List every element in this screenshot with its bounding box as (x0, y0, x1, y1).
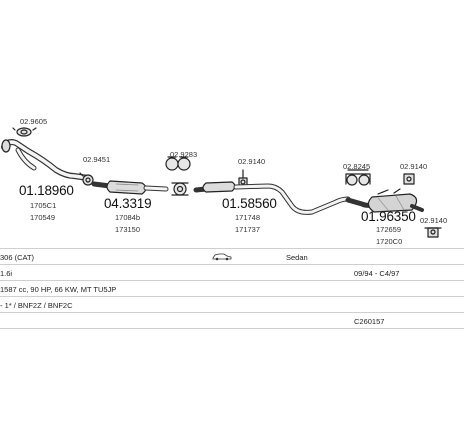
part-number-clamp: 02.8245 (343, 162, 371, 171)
part-number-clamp: 02.9451 (83, 155, 111, 164)
engine-specs: 1587 cc, 90 HP, 66 KW, MT TU5JP (0, 285, 117, 294)
gasket-icon (12, 127, 37, 137)
info-row: - 1* / BNF2Z / BNF2C (0, 296, 464, 313)
part-number-middle-silencer: 01.58560 (222, 196, 277, 211)
middle-silencer-shape (193, 181, 351, 215)
rear-silencer-shape (345, 188, 424, 213)
production-period: 09/94 - C4/97 (354, 269, 400, 278)
exhaust-system-diagram: 02.9605 01.18960 1705C1 170549 02.9451 0… (1, 117, 448, 246)
clamp-icon (345, 169, 371, 186)
rubber-mount-icon (238, 169, 248, 187)
ref-number: 171748 (235, 213, 261, 222)
rubber-mount-icon (403, 173, 415, 185)
info-row: 1.6i 09/94 - C4/97 (0, 264, 464, 281)
ref-number: 170549 (30, 213, 56, 222)
info-row: 1587 cc, 90 HP, 66 KW, MT TU5JP (0, 280, 464, 297)
ref-number: 17084b (115, 213, 141, 222)
engine-size: 1.6i (0, 269, 13, 278)
info-row: C260157 (0, 312, 464, 329)
body-type: Sedan (286, 253, 308, 262)
part-number-rear-silencer: 01.96350 (361, 209, 416, 224)
ref-number: 1720C0 (376, 237, 403, 246)
ref-number: 171737 (235, 225, 261, 234)
engine-codes: - 1* / BNF2Z / BNF2C (0, 301, 73, 310)
front-pipe-shape (1, 139, 91, 181)
clamp-icon (165, 156, 191, 196)
part-number-gasket: 02.9605 (20, 117, 48, 126)
ref-number: 173150 (115, 225, 141, 234)
rubber-mount-icon (424, 227, 442, 238)
clamp-icon (79, 172, 94, 186)
part-number-mount: 02.9140 (420, 216, 448, 225)
part-number-mount: 02.9140 (238, 157, 266, 166)
table-bottom-border (0, 328, 464, 329)
ref-number: 1705C1 (30, 201, 57, 210)
part-number-catalytic-converter: 04.3319 (104, 196, 152, 211)
ref-number: 172659 (376, 225, 402, 234)
part-number-mount: 02.9140 (400, 162, 428, 171)
part-number-clamp: 02.9283 (170, 150, 198, 159)
sedan-car-icon (212, 253, 232, 261)
catalytic-converter-shape (91, 180, 169, 195)
part-number-front-pipe: 01.18960 (19, 183, 74, 198)
catalog-code: C260157 (354, 317, 385, 326)
exhaust-system-drawing (1, 127, 442, 238)
info-row: 306 (CAT) Sedan (0, 248, 464, 265)
vehicle-model: 306 (CAT) (0, 253, 35, 262)
